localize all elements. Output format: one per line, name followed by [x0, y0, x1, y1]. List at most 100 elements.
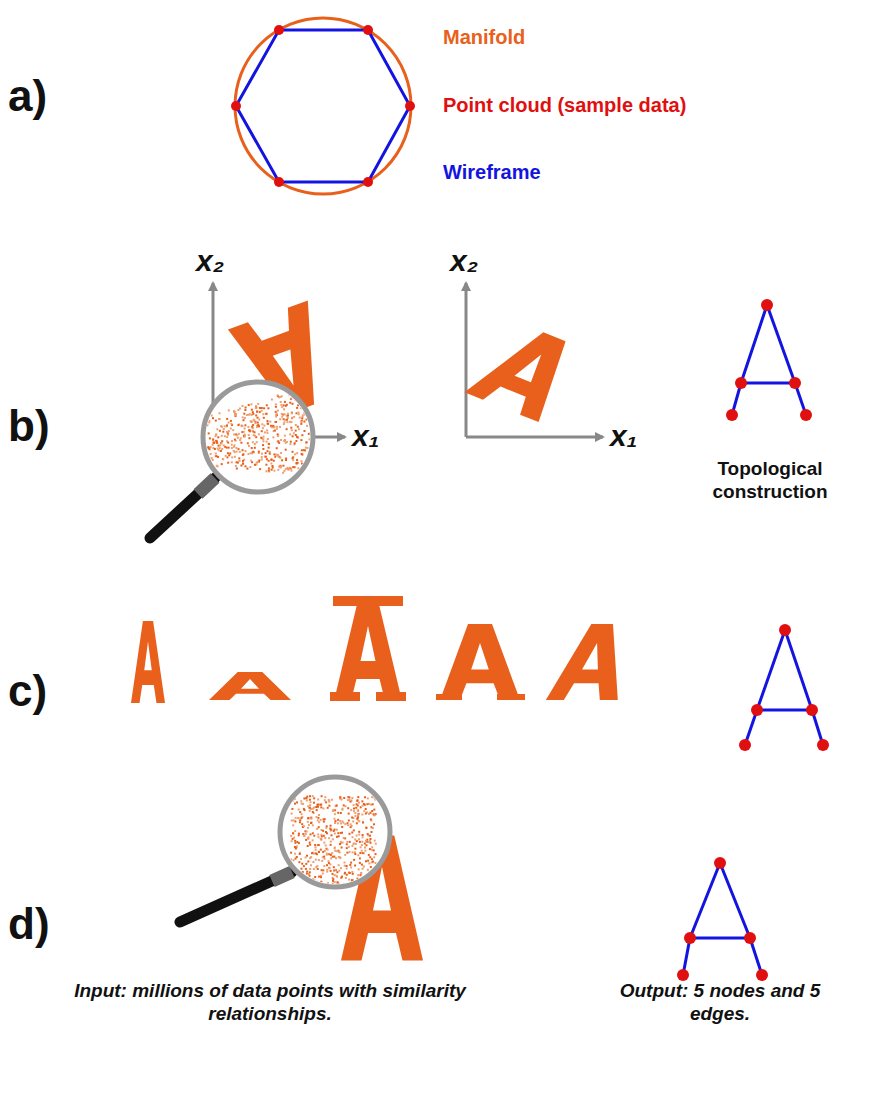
sample-point [282, 472, 284, 474]
sample-point [226, 431, 228, 433]
sample-point [294, 830, 296, 832]
sample-point [231, 440, 233, 442]
sample-point [294, 840, 296, 842]
sample-point [324, 818, 326, 820]
sample-point [251, 409, 253, 411]
sample-point [315, 816, 317, 818]
sample-point [357, 805, 359, 807]
sample-point [357, 817, 359, 819]
sample-point [362, 834, 364, 836]
sample-point [324, 837, 326, 839]
sample-point [347, 886, 349, 888]
sample-point [318, 851, 320, 853]
sample-point [271, 469, 273, 471]
sample-point [261, 456, 263, 458]
sample-point [305, 856, 307, 858]
sample-point [298, 876, 300, 878]
sample-point [228, 409, 230, 411]
sample-point [307, 836, 309, 838]
sample-point [256, 410, 258, 412]
sample-point [352, 851, 354, 853]
sample-point [297, 467, 299, 469]
sample-point [371, 831, 373, 833]
sample-point [327, 807, 329, 809]
sample-point [292, 878, 294, 880]
sample-point [292, 466, 294, 468]
sample-point [369, 835, 371, 837]
sample-point [344, 872, 346, 874]
sample-point [310, 433, 312, 435]
sample-point [298, 412, 300, 414]
sample-point [323, 865, 325, 867]
sample-point [357, 796, 359, 798]
sample-point [264, 431, 266, 433]
sample-point [254, 447, 256, 449]
sample-point [237, 462, 239, 464]
sample-point [209, 437, 211, 439]
sample-point [284, 435, 286, 437]
sample-point [226, 418, 228, 420]
sample-point [315, 852, 317, 854]
sample-point [353, 843, 355, 845]
sample-point [228, 454, 230, 456]
sample-point [222, 458, 224, 460]
sample-point [328, 860, 330, 862]
sample-point [339, 820, 341, 822]
sample-point [294, 873, 296, 875]
sample-point [361, 800, 363, 802]
sample-point [345, 877, 347, 879]
sample-point [248, 434, 250, 436]
sample-point [308, 474, 310, 476]
sample-point [275, 403, 277, 405]
sample-point [304, 472, 306, 474]
sample-point [308, 404, 310, 406]
sample-point [297, 437, 299, 439]
sample-point [306, 419, 308, 421]
sample-point [203, 439, 205, 441]
sample-point [313, 835, 315, 837]
sample-point [328, 801, 330, 803]
sample-point [293, 795, 295, 797]
sample-point [374, 840, 376, 842]
sample-point [325, 844, 327, 846]
sample-point [259, 468, 261, 470]
sample-point [291, 840, 293, 842]
sample-point [212, 442, 214, 444]
sample-point [347, 807, 349, 809]
sample-point [246, 468, 248, 470]
sample-point [330, 825, 332, 827]
sample-point [294, 399, 296, 401]
sample-point [375, 880, 377, 882]
sample-point [350, 866, 352, 868]
sample-point [305, 472, 307, 474]
sample-point [309, 470, 311, 472]
sample-point [260, 437, 262, 439]
sample-point [335, 869, 337, 871]
sample-point [301, 463, 303, 465]
sample-point [309, 795, 311, 797]
sample-point [374, 866, 376, 868]
sample-point [205, 461, 207, 463]
sample-point [335, 820, 337, 822]
part-letter: b) [8, 400, 50, 453]
sample-point [309, 875, 311, 877]
sample-point [279, 457, 281, 459]
sample-point [250, 403, 252, 405]
sample-point [244, 409, 246, 411]
sample-point [273, 460, 275, 462]
sample-point [243, 453, 245, 455]
sample-point [309, 799, 311, 801]
sample-point [226, 424, 228, 426]
sample-point [284, 401, 286, 403]
sample-point [304, 390, 306, 392]
sample-point [289, 402, 291, 404]
sample-point [363, 866, 365, 868]
sample-point [208, 447, 210, 449]
sample-point [252, 424, 254, 426]
axis-label: x₁ [352, 418, 379, 454]
sample-point [286, 467, 288, 469]
sample-point [259, 411, 261, 413]
legend-text: Wireframe [443, 160, 541, 184]
sample-point [261, 430, 263, 432]
sample-point [353, 808, 355, 810]
